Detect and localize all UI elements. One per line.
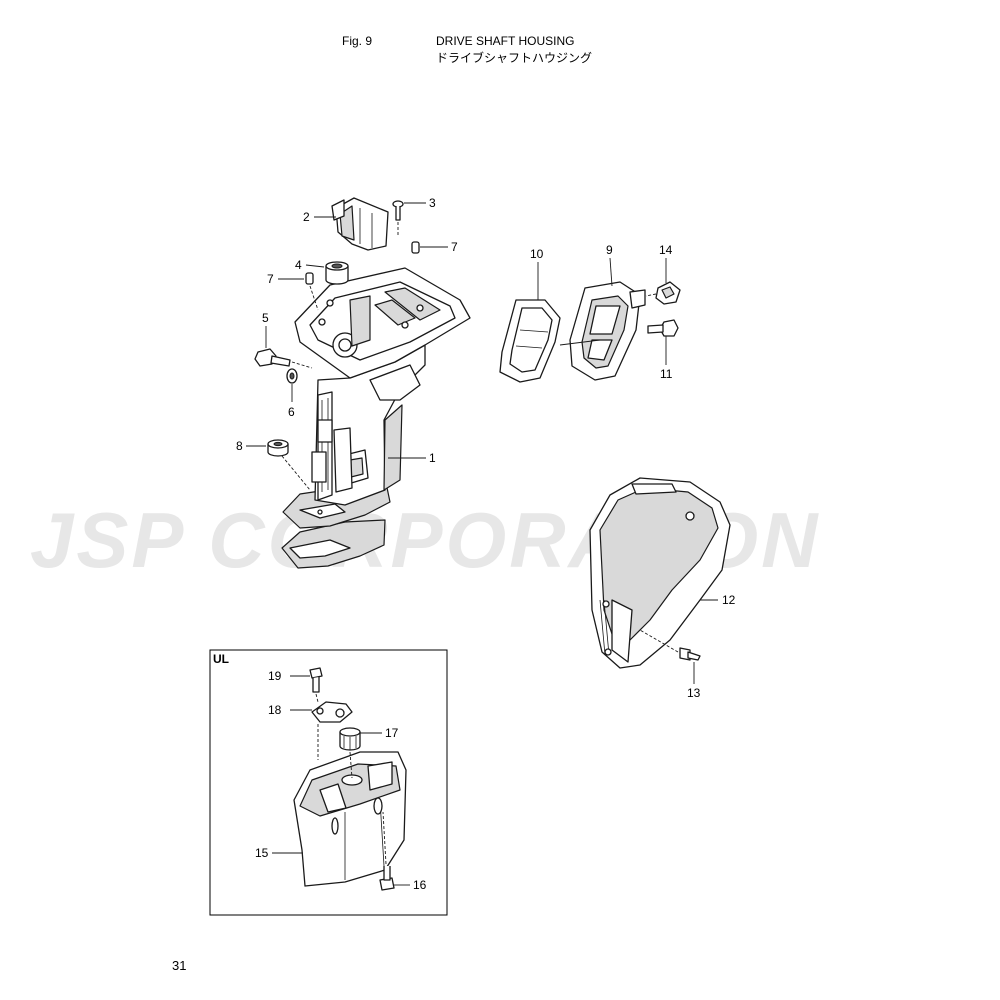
screw-part-3 bbox=[392, 200, 404, 236]
ul-housing-part-15 bbox=[293, 751, 407, 887]
bolt-part-5 bbox=[254, 348, 313, 369]
grommet-part-14 bbox=[645, 281, 681, 305]
bracket-part bbox=[331, 197, 389, 251]
figure-label: Fig. 9 bbox=[342, 34, 373, 48]
callout-9: 9 bbox=[606, 243, 613, 257]
callout-10: 10 bbox=[530, 247, 544, 261]
inset-label: UL bbox=[213, 652, 229, 666]
callout-14: 14 bbox=[659, 243, 673, 257]
callout-12: 12 bbox=[722, 593, 736, 607]
diagram-title-en: DRIVE SHAFT HOUSING bbox=[436, 34, 575, 48]
callout-13: 13 bbox=[687, 686, 701, 700]
dowel-pin-part-7a bbox=[411, 241, 420, 254]
page-number: 31 bbox=[172, 958, 187, 973]
gasket-part-10 bbox=[499, 299, 561, 383]
callout-8: 8 bbox=[236, 439, 243, 453]
bolt-part-16 bbox=[379, 811, 395, 891]
callout-7-left: 7 bbox=[267, 272, 274, 286]
callout-15: 15 bbox=[255, 846, 269, 860]
callout-11: 11 bbox=[660, 367, 673, 381]
bolt-part-11 bbox=[647, 319, 679, 337]
plug-part-8 bbox=[267, 439, 311, 491]
drive-shaft-housing-part bbox=[281, 267, 471, 569]
callout-18: 18 bbox=[268, 703, 282, 717]
plate-part-18 bbox=[311, 701, 353, 760]
callout-4: 4 bbox=[295, 258, 302, 272]
callout-3: 3 bbox=[429, 196, 436, 210]
ul-inset-box bbox=[209, 649, 448, 916]
leader-lines bbox=[246, 202, 718, 886]
diagram-title-ja: ドライブシャフトハウジング bbox=[436, 51, 593, 65]
callout-5: 5 bbox=[262, 311, 269, 325]
washer-part-6 bbox=[286, 368, 298, 384]
callout-labels: 1 2 3 4 5 6 7 7 8 9 10 11 12 13 14 15 16… bbox=[213, 196, 736, 892]
callout-2: 2 bbox=[303, 210, 310, 224]
callout-6: 6 bbox=[288, 405, 295, 419]
callout-1: 1 bbox=[429, 451, 436, 465]
callout-17: 17 bbox=[385, 726, 399, 740]
screw-part-13 bbox=[639, 629, 701, 661]
callout-19: 19 bbox=[268, 669, 282, 683]
lower-cover-part-12 bbox=[589, 477, 731, 669]
callout-16: 16 bbox=[413, 878, 427, 892]
callout-7-right: 7 bbox=[451, 240, 458, 254]
collar-part-17 bbox=[339, 727, 361, 779]
collar-part-4 bbox=[325, 261, 349, 285]
dowel-pin-part-7b bbox=[305, 272, 319, 311]
exhaust-cover-part-9 bbox=[559, 281, 646, 381]
bolt-part-19 bbox=[309, 667, 323, 703]
